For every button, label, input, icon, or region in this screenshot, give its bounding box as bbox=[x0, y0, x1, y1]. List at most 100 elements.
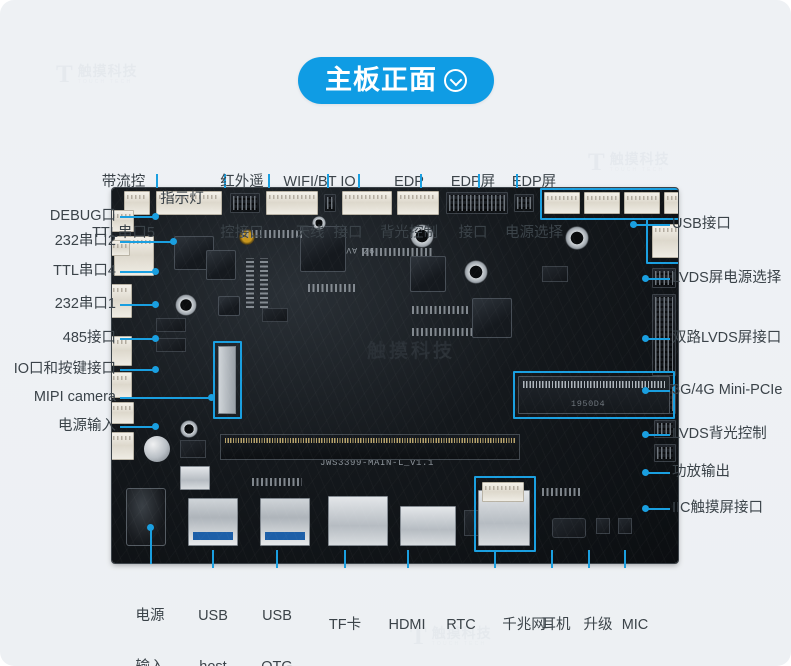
callout-right-2: 双路LVDS屏接口 bbox=[672, 330, 782, 346]
callout-bottom-8: 升级 按键 bbox=[583, 617, 613, 633]
callout-left-1: 232串口2 bbox=[54, 233, 116, 249]
ic-5 bbox=[542, 266, 568, 282]
callout-left-7: 电源输入 bbox=[58, 418, 116, 434]
leader-dot-left-5 bbox=[152, 366, 159, 373]
callout-bottom-9: MIC 输入 bbox=[621, 617, 649, 633]
pad-col-2 bbox=[260, 258, 268, 308]
usb-top-3 bbox=[624, 192, 660, 214]
pad-row-6 bbox=[542, 488, 582, 496]
ic-2 bbox=[206, 250, 236, 280]
callout-right-5: 功放输出 bbox=[672, 464, 730, 480]
leader-right-1 bbox=[646, 278, 670, 280]
leader-right-2 bbox=[646, 338, 670, 340]
callout-bottom-5: RTC 电池座 bbox=[446, 617, 476, 633]
leader-dot-right-3 bbox=[642, 387, 649, 394]
callout-bottom-7: 耳机 座 bbox=[541, 617, 571, 633]
wifi-ant-pad bbox=[324, 194, 336, 212]
mini-pcie-slot: 1950D4 bbox=[518, 376, 670, 414]
connector-232-1 bbox=[112, 284, 132, 318]
motherboard-image: 9Z AV9 JWS3399-MAIN-L_V1.1 触摸科技 bbox=[112, 188, 678, 563]
mount-hole-4 bbox=[464, 260, 488, 284]
mount-hole-6 bbox=[180, 420, 198, 438]
ethernet-header bbox=[482, 482, 524, 502]
callout-left-4: 485接口 bbox=[62, 330, 116, 346]
section-title-banner: 主板正面 bbox=[298, 57, 494, 104]
upgrade-button bbox=[596, 518, 610, 534]
pad-row-3 bbox=[308, 284, 356, 292]
callout-left-2: TTL串口4 bbox=[53, 263, 116, 279]
callout-top-1: 指示灯 bbox=[160, 191, 204, 207]
leader-dot-bottom-0 bbox=[147, 524, 154, 531]
capacitor-1 bbox=[144, 436, 170, 462]
callout-bottom-2: USB OTG bbox=[261, 608, 292, 666]
pad-col-1 bbox=[246, 258, 254, 308]
leader-top-5 bbox=[420, 174, 422, 188]
leader-right-4 bbox=[646, 434, 670, 436]
leader-right-5 bbox=[646, 472, 670, 474]
tf-card-slot bbox=[328, 496, 388, 546]
callout-top-4: IO 接口 bbox=[333, 174, 363, 241]
watermark-logo: T 触摸科技 TOUCH TECH bbox=[588, 150, 670, 175]
leader-bottom-7 bbox=[551, 550, 553, 568]
wifi-module bbox=[300, 226, 346, 272]
connector-iic-touch bbox=[654, 444, 676, 462]
callout-right-0: USB接口 bbox=[672, 216, 731, 232]
usb-top-4 bbox=[664, 192, 678, 214]
board-watermark: 触摸科技 bbox=[367, 341, 456, 362]
leader-dot-right-1 bbox=[642, 275, 649, 282]
leader-left-3 bbox=[120, 304, 156, 306]
watermark-en: TOUCH TECH bbox=[609, 166, 665, 173]
leader-dot-left-2 bbox=[152, 268, 159, 275]
callout-left-6: MIPI camera bbox=[33, 389, 116, 405]
leader-top-1 bbox=[224, 174, 226, 188]
leader-dot-left-3 bbox=[152, 301, 159, 308]
dc-power-jack bbox=[126, 488, 166, 546]
indicator-header bbox=[230, 193, 260, 213]
leader-bottom-6 bbox=[494, 550, 496, 568]
leader-right-6 bbox=[646, 508, 670, 510]
connector-edp-screen bbox=[446, 192, 508, 214]
leader-dot-left-4 bbox=[152, 335, 159, 342]
callout-left-0: DEBUG口 bbox=[49, 208, 116, 224]
callout-top-3: WIFI/BT 天线 bbox=[283, 174, 337, 241]
watermark-cn: 触摸科技 bbox=[609, 151, 670, 168]
callout-right-3: 3G/4G Mini-PCIe bbox=[672, 382, 783, 398]
connector-ttl4 bbox=[112, 240, 130, 256]
mic-input bbox=[618, 518, 632, 534]
headphone-jack bbox=[552, 518, 586, 538]
inductor-2 bbox=[180, 466, 210, 490]
callout-right-4: LVDS背光控制 bbox=[672, 426, 767, 442]
leader-dot-left-0 bbox=[152, 213, 159, 220]
leader-left-7 bbox=[120, 426, 156, 428]
callout-left-5: IO口和按键接口 bbox=[13, 361, 116, 377]
hdmi-out-port bbox=[400, 506, 456, 546]
leader-bottom-3 bbox=[344, 550, 346, 568]
ic-6 bbox=[262, 308, 288, 322]
mount-hole-3 bbox=[565, 226, 589, 250]
connector-edp-power-select bbox=[514, 194, 534, 212]
usb-otg-port bbox=[260, 498, 310, 546]
watermark-logo: T 触摸科技 TOUCH TECH bbox=[56, 62, 138, 87]
connector-lvds-power-select bbox=[652, 224, 678, 258]
leader-dot-right-2 bbox=[642, 335, 649, 342]
connector-ttl5 bbox=[156, 191, 222, 215]
watermark-letter: T bbox=[56, 61, 73, 88]
leader-bottom-4 bbox=[407, 550, 409, 568]
fpc-connector-mipi bbox=[218, 346, 236, 414]
leader-top-4 bbox=[358, 174, 360, 188]
ic-8 bbox=[156, 338, 186, 352]
ic-4 bbox=[472, 298, 512, 338]
watermark-cn: 触摸科技 bbox=[77, 63, 138, 80]
leader-dot-right-0 bbox=[630, 221, 637, 228]
pad-row-5 bbox=[252, 478, 302, 486]
pad-row-4 bbox=[412, 306, 468, 314]
leader-dot-left-7 bbox=[152, 423, 159, 430]
connector-485 bbox=[112, 336, 132, 366]
connector-mipi-camera bbox=[112, 402, 134, 424]
callout-bottom-6: 千兆网 (二选一) bbox=[502, 617, 546, 633]
callout-bottom-4: HDMI OUT bbox=[388, 617, 426, 633]
leader-left-6 bbox=[120, 397, 212, 399]
pad-row-7 bbox=[412, 328, 472, 336]
leader-bottom-1 bbox=[212, 550, 214, 568]
leader-dot-left-6 bbox=[208, 394, 215, 401]
